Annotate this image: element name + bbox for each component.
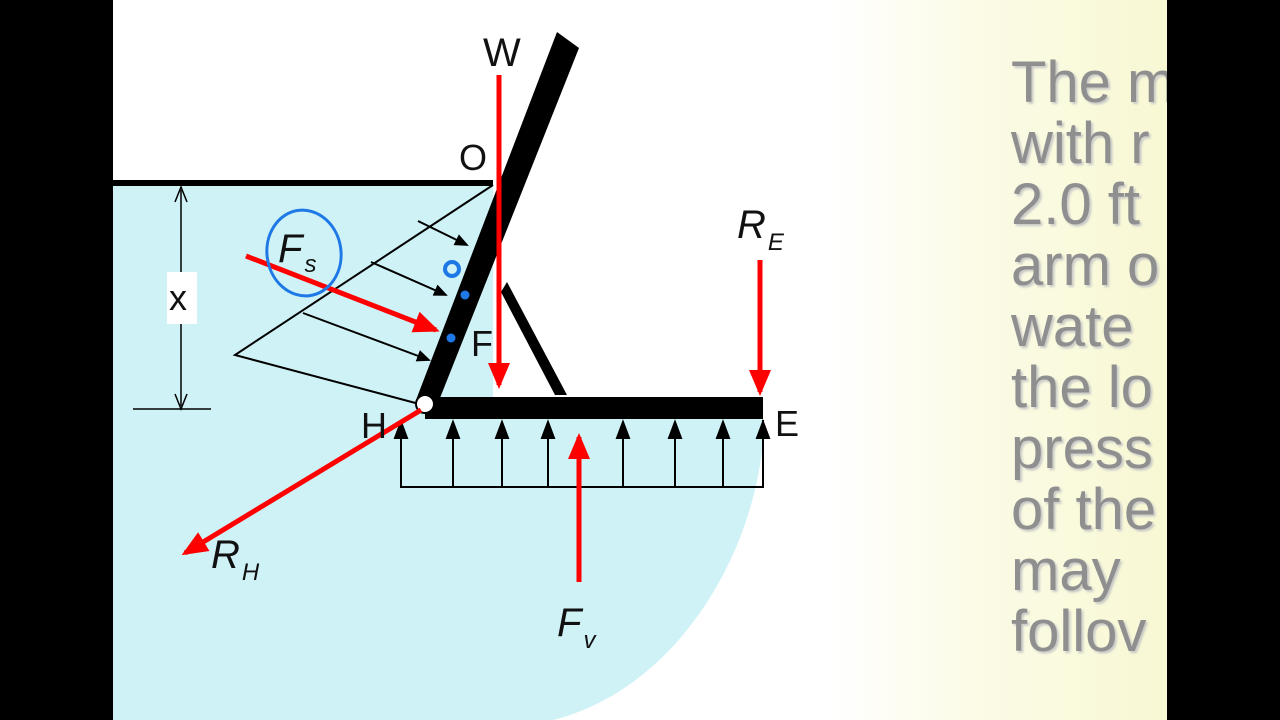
body-text-line: of the — [1011, 477, 1157, 542]
body-text-line: press — [1011, 416, 1153, 481]
uplift-arrows — [393, 419, 771, 487]
depth-label-x: x — [169, 277, 187, 318]
label-f: F — [471, 323, 493, 364]
pressure-arrow — [370, 261, 448, 296]
label-fs: Fs — [278, 227, 316, 278]
body-text-line: The m — [1011, 52, 1167, 115]
depth-label-background — [167, 272, 197, 324]
reaction-h-force-arrow — [181, 407, 423, 556]
body-text-line: with r — [1011, 111, 1150, 176]
hydrostatic-force-arrow — [245, 253, 440, 333]
pressure-prism — [232, 184, 494, 406]
slide: x W O — [113, 0, 1167, 720]
pressure-arrow — [302, 312, 431, 362]
label-o: O — [459, 137, 487, 178]
hinge-pin — [415, 394, 435, 414]
body-text-line: may — [1011, 538, 1121, 603]
body-text-line: follov — [1011, 599, 1147, 664]
label-e: E — [775, 403, 799, 444]
slide-body-text: The m with r 2.0 ft arm o wate the lo pr… — [1011, 52, 1167, 692]
body-text-line: 2.0 ft — [1011, 172, 1140, 237]
annotation-dot — [460, 290, 470, 300]
body-text-line: wate — [1011, 294, 1134, 359]
depth-dimension-arrowhead — [174, 184, 188, 203]
pressure-arrow — [417, 220, 469, 246]
label-h: H — [361, 405, 387, 446]
label-rh: RH — [211, 533, 260, 586]
label-re: RE — [737, 203, 785, 256]
gate-horizontal-arm — [425, 397, 763, 419]
water-region — [113, 183, 763, 720]
gate-strut — [501, 282, 567, 395]
body-text-line: arm o — [1011, 233, 1160, 298]
fs-annotation-circle — [265, 208, 343, 298]
label-w: W — [483, 31, 521, 75]
gate-free-body-diagram: x W O — [113, 31, 799, 720]
annotation-dot — [446, 333, 456, 343]
body-text-line: the lo — [1011, 355, 1153, 420]
annotation-dot — [443, 260, 461, 278]
label-fv: Fv — [557, 601, 597, 654]
